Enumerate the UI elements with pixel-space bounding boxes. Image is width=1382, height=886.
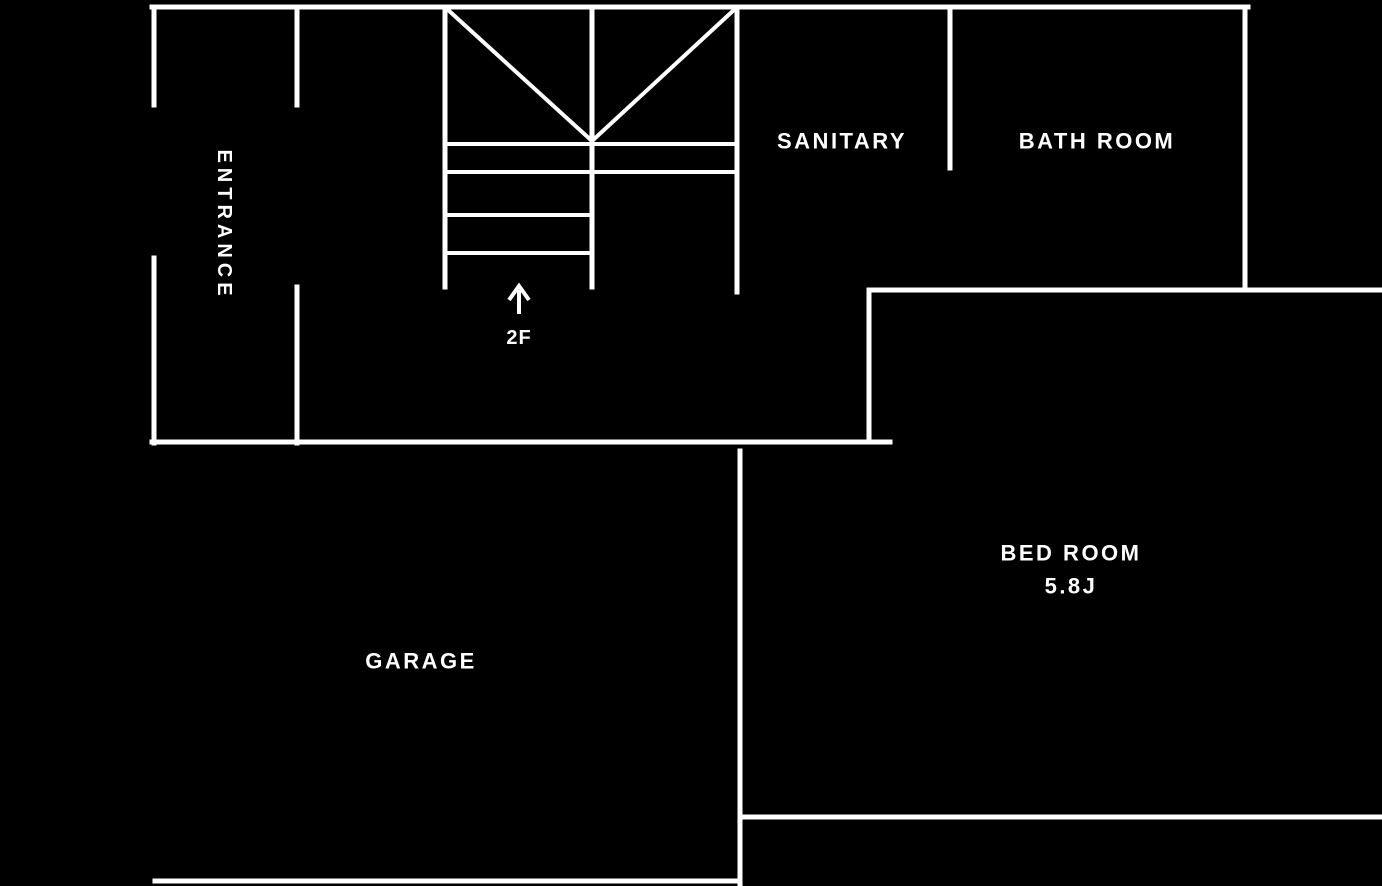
garage-label: GARAGE (365, 649, 477, 674)
entrance-label: ENTRANCE (213, 149, 235, 300)
up-arrow-head (507, 282, 531, 302)
stairs-direction-label: 2F (506, 327, 531, 349)
bathroom-label: BATH ROOM (1019, 129, 1176, 154)
bedroom-label: BED ROOM (1001, 541, 1142, 566)
stairs-diagonal-right (590, 7, 737, 143)
stairs-diagonal-left (445, 7, 594, 143)
up-arrow-icon (507, 282, 531, 314)
bedroom-size-label: 5.8J (1045, 574, 1098, 599)
sanitary-label: SANITARY (777, 129, 907, 154)
